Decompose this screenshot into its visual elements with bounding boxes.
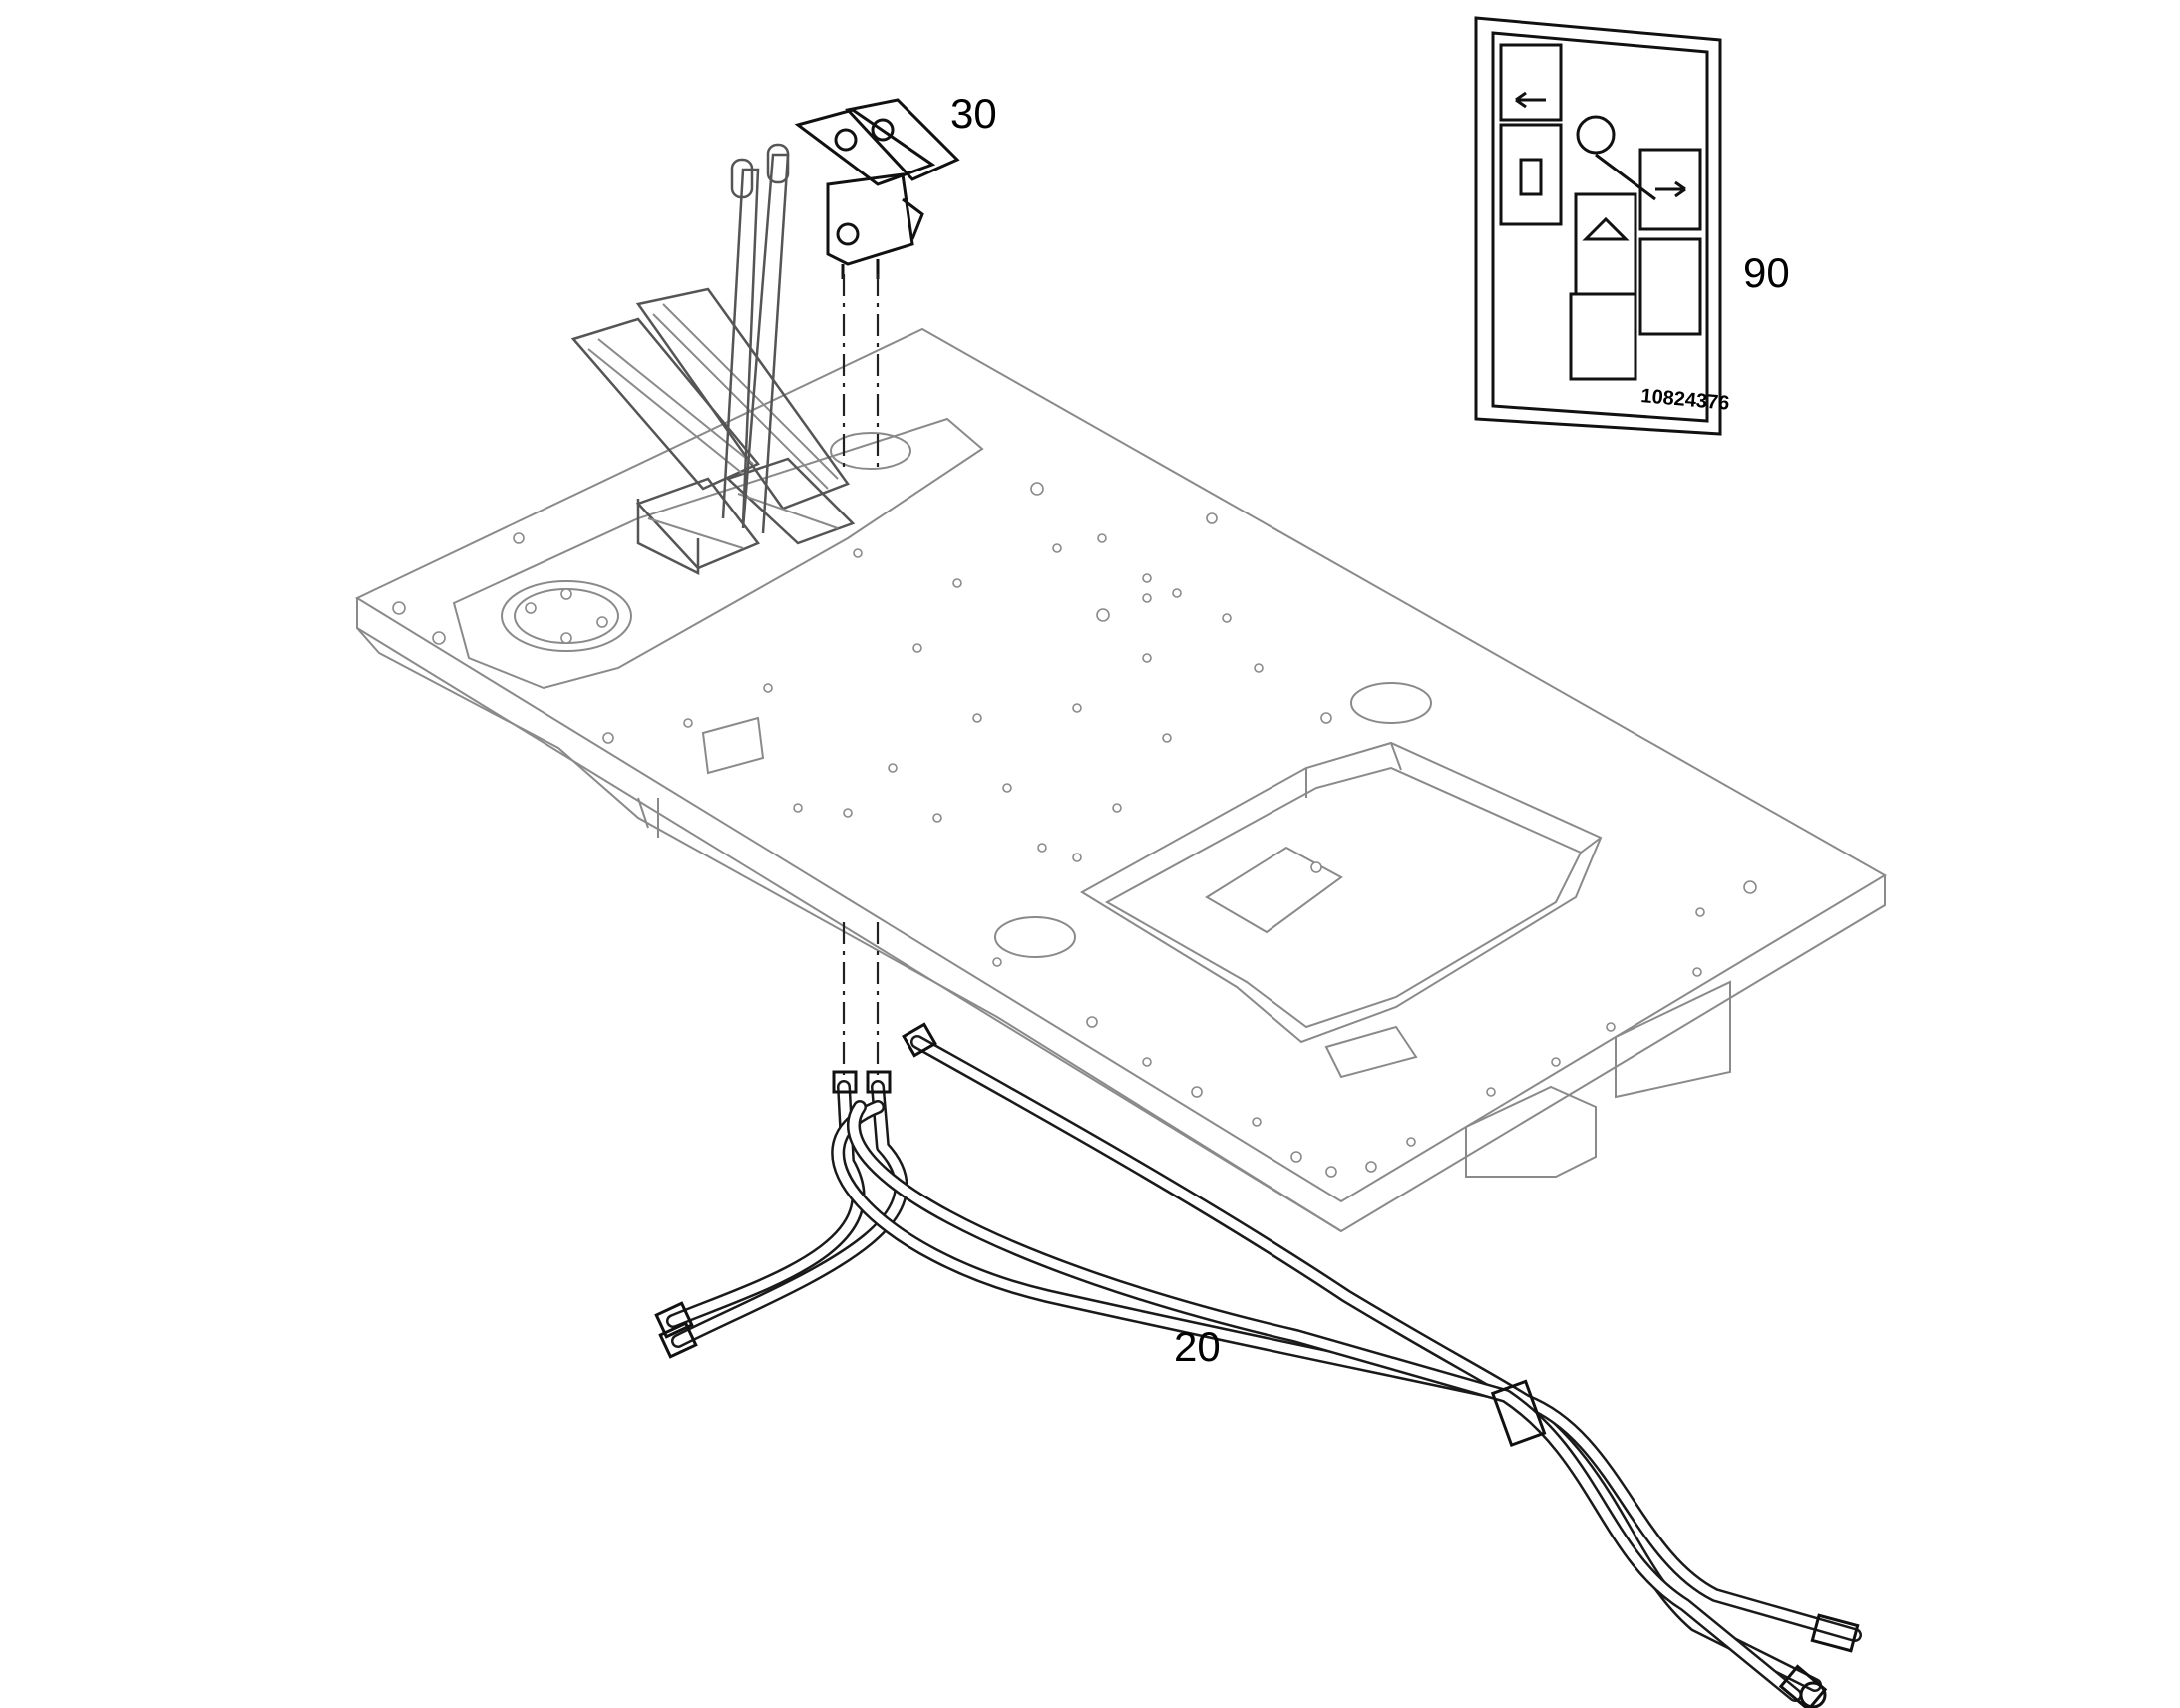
callout-90: 90 xyxy=(1743,249,1790,296)
callout-20: 20 xyxy=(1174,1323,1221,1370)
travel-pedals-and-levers xyxy=(570,143,856,576)
instruction-decal: 10824376 xyxy=(1474,16,1731,436)
floor-recess xyxy=(1080,741,1603,1079)
decal-pictograms xyxy=(1499,43,1702,381)
callout-30: 30 xyxy=(950,90,997,137)
pedal-control-valve xyxy=(794,98,960,279)
assembly-alignment-lines xyxy=(842,274,880,1087)
decal-part-number: 10824376 xyxy=(1640,385,1731,415)
hydraulic-hoses xyxy=(654,1022,1862,1708)
cab-floor-plate xyxy=(354,327,1887,1233)
plate-holes xyxy=(392,482,1757,1178)
